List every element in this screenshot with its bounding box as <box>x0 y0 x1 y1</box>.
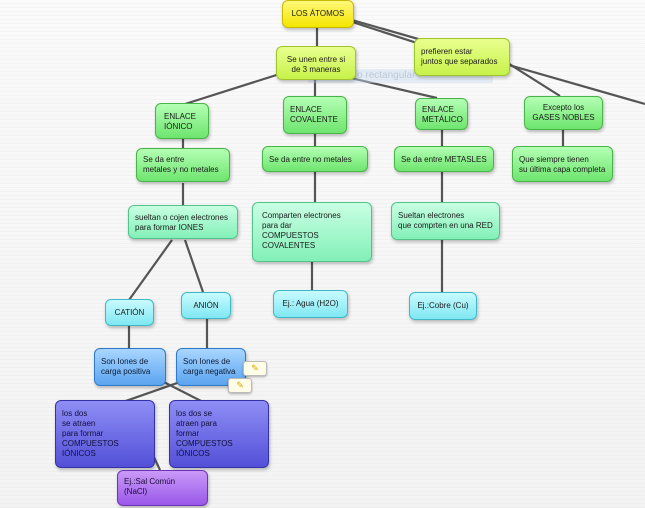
node-entre-metales[interactable]: Se da entre METASLES <box>394 146 494 172</box>
node-anion[interactable]: ANIÓN <box>181 292 231 319</box>
node-sueltan-cojen[interactable]: sueltan o cojen electrones para formar I… <box>128 205 238 239</box>
node-no-metales[interactable]: Se da entre no metales <box>262 146 368 172</box>
node-iones-negativa[interactable]: Son Iones de carga negativa <box>176 348 246 386</box>
node-se-atraen-1[interactable]: los dos se atraen para formar COMPUESTOS… <box>55 400 155 468</box>
node-enlace-metalico[interactable]: ENLACE METÁLICO <box>415 98 468 130</box>
node-ej-sal-comun[interactable]: Ej.:Sal Común (NaCl) <box>117 470 208 506</box>
node-excepto-gases-nobles[interactable]: Excepto los GASES NOBLES <box>524 96 603 130</box>
node-enlace-ionico[interactable]: ENLACE IÓNICO <box>155 103 209 139</box>
node-ej-cobre[interactable]: Ej.:Cobre (Cu) <box>409 292 477 320</box>
node-sueltan-red[interactable]: Sueltan electrones que comprten en una R… <box>391 202 500 240</box>
node-metales-no-metales[interactable]: Se da entre metales y no metales <box>136 148 230 182</box>
node-comparten-electrones[interactable]: Comparten electrones para dar COMPUESTOS… <box>252 202 372 262</box>
note-icon[interactable]: ✎ <box>243 361 267 376</box>
node-ultima-capa-completa[interactable]: Que siempre tienen su última capa comple… <box>512 146 613 182</box>
node-se-unen[interactable]: Se unen entre si de 3 maneras <box>276 46 356 80</box>
node-cation[interactable]: CATIÓN <box>105 299 154 326</box>
node-los-atomos[interactable]: LOS ÁTOMOS <box>282 0 354 28</box>
connector <box>128 239 173 301</box>
connector <box>183 239 205 293</box>
node-se-atraen-2[interactable]: los dos se atraen para formar COMPUESTOS… <box>169 400 269 468</box>
node-iones-positiva[interactable]: Son Iones de carga positiva <box>94 348 166 386</box>
node-prefieren-estar-juntos[interactable]: prefieren estar juntos que separados <box>414 38 510 76</box>
node-enlace-covalente[interactable]: ENLACE COVALENTE <box>283 96 347 134</box>
node-ej-agua[interactable]: Ej.: Agua (H2O) <box>273 290 348 318</box>
note-icon[interactable]: ✎ <box>228 378 252 393</box>
